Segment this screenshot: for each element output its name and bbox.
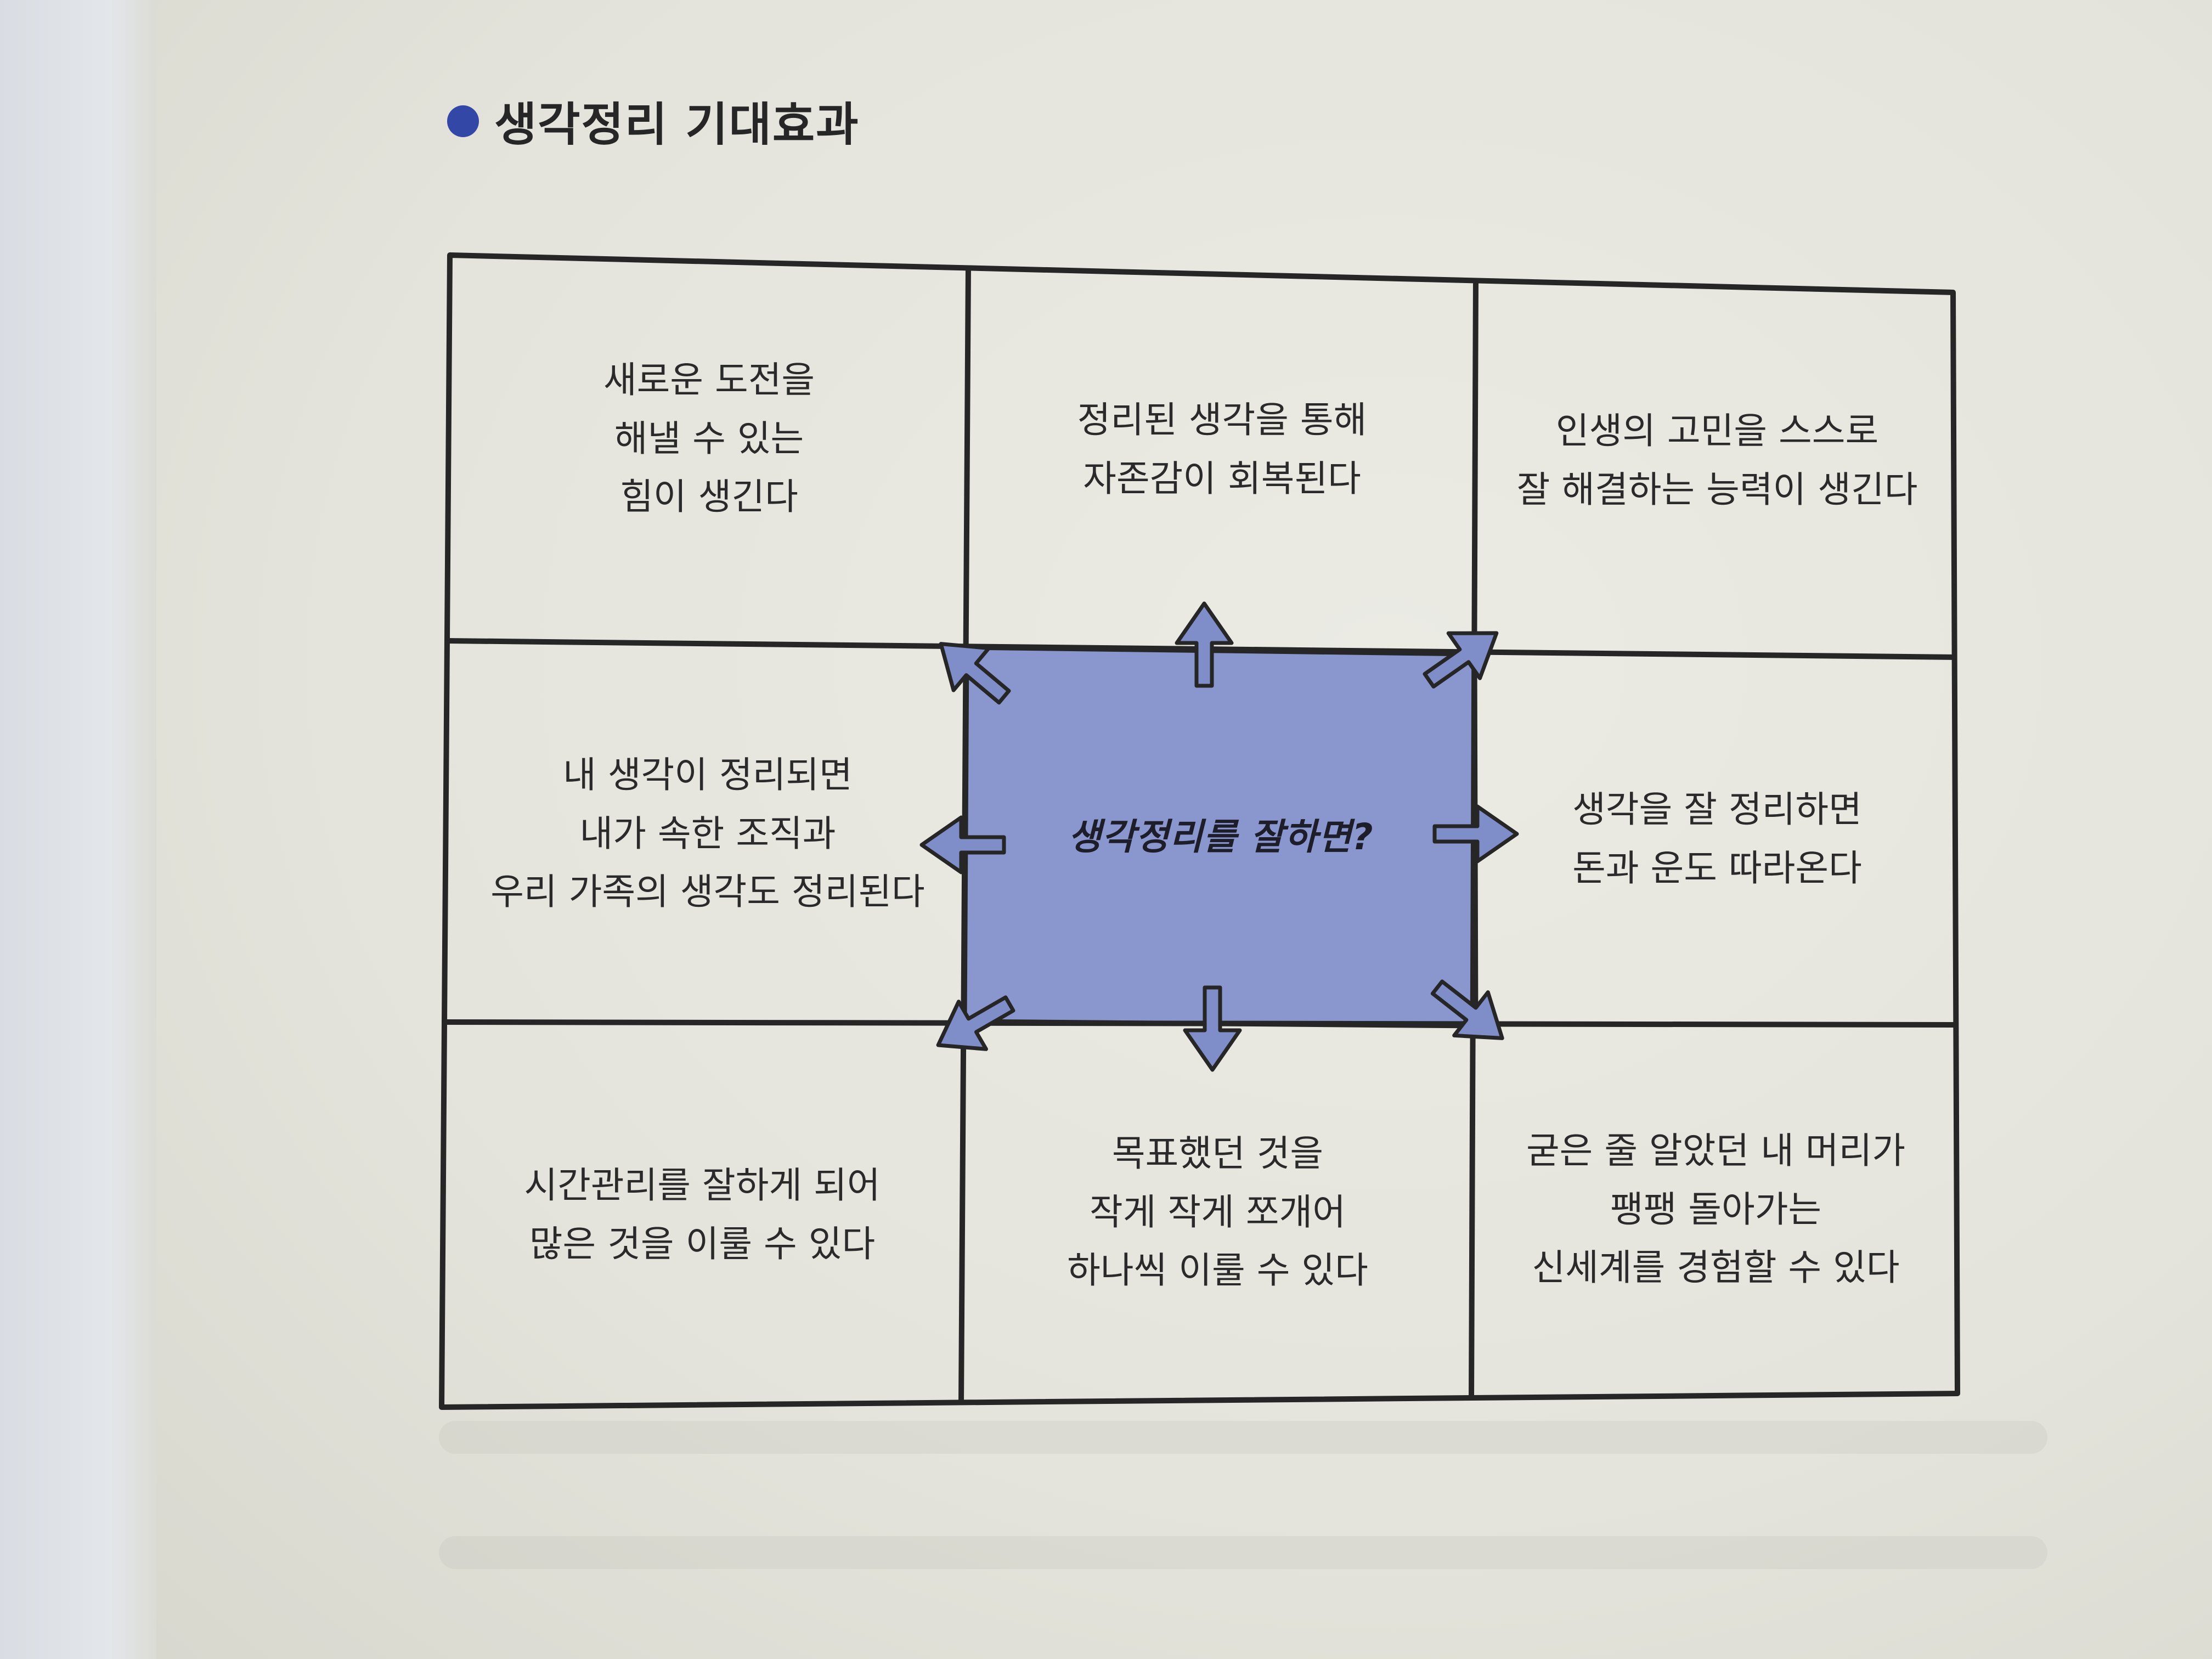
page-edge [0,0,156,1659]
grid-line-h2 [443,1019,1957,1028]
bleed-through-line [439,1421,2047,1454]
bullet-icon [447,105,479,137]
cell-top-center: 정리된 생각을 통해 자존감이 회복된다 [1077,399,1367,500]
cell-top-left: 새로운 도전을 해낼 수 있는 힘이 생긴다 [603,358,815,518]
cell-middle-left: 내 생각이 정리되면 내가 속한 조직과 우리 가족의 생각도 정리된다 [490,753,925,913]
heading-title: 생각정리 기대효과 [494,98,860,151]
cell-middle-right: 생각을 잘 정리하면 돈과 운도 따라온다 [1572,788,1862,889]
cell-top-right: 인생의 고민을 스스로 잘 해결하는 능력이 생긴다 [1516,410,1918,511]
cell-bottom-center: 목표했던 것을 작게 작게 쪼개어 하나씩 이룰 수 있다 [1067,1132,1368,1292]
cell-bottom-left: 시간관리를 잘하게 되어 많은 것을 이룰 수 있다 [524,1164,881,1265]
section-heading: 생각정리 기대효과 [447,88,860,154]
cell-bottom-right: 굳은 줄 알았던 내 머리가 팽팽 돌아가는 신세계를 경험할 수 있다 [1526,1129,1906,1289]
bleed-through-line [439,1536,2047,1569]
center-question: 생각정리를 잘하면? [1068,816,1374,858]
grid-line-v1 [958,266,971,1404]
